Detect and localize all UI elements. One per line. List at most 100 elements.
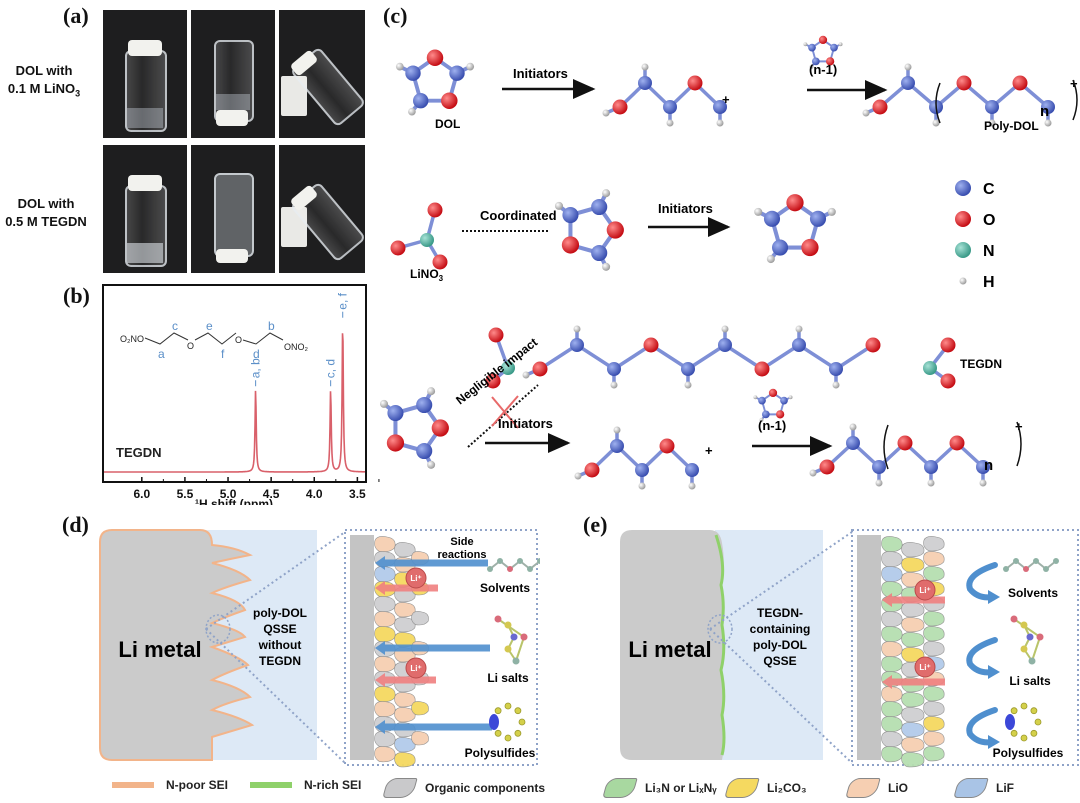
proton-letter: f [221, 347, 225, 361]
li-ion [405, 657, 427, 679]
bond [515, 636, 525, 662]
panel-e-label: (e) [583, 512, 608, 537]
atom-O [485, 373, 501, 389]
atom [527, 566, 533, 572]
atom [537, 558, 540, 564]
blue-arrow-solvents [375, 556, 488, 570]
atom-C [985, 100, 999, 114]
sei-diagram-without-tegdn: Li metal poly-DOL QSSE without TEGDN Sid… [99, 529, 540, 768]
atom-C [607, 362, 621, 376]
atom-C [901, 76, 915, 90]
molecules [380, 35, 1055, 490]
electrolyte-line: poly-DOL [753, 638, 807, 652]
repeat-n: n [984, 457, 993, 474]
species-li-salts: Li salts [487, 671, 529, 685]
negligible-impact-label: Negligible impact [453, 335, 540, 407]
tegdn-label: TEGDN [960, 357, 1002, 371]
vial-liquid [127, 108, 163, 128]
sei-grain [923, 701, 945, 717]
li-surface [857, 535, 881, 760]
x-tick-label: 3.5 [349, 487, 366, 501]
atom-H [613, 426, 621, 434]
arrow-label-n-1: (n-1) [809, 62, 837, 77]
sei-grain [923, 536, 945, 552]
sei-grain [374, 611, 396, 628]
lino3-label: LiNO3 [410, 267, 444, 283]
atom [1053, 558, 1059, 564]
electrolyte-label: TEGDN- containing poly-DOL QSSE [750, 606, 811, 668]
sei-grain [881, 566, 903, 583]
species-solvents: Solvents [480, 581, 530, 595]
atom-C [809, 210, 827, 227]
bond [575, 343, 616, 371]
x-tick-label: 4.0 [306, 487, 323, 501]
vial-cap [128, 40, 162, 56]
vial-cap [216, 249, 248, 263]
species-polysulfides: Polysulfides [993, 746, 1064, 760]
panel-a-label: (a) [63, 3, 89, 28]
atom-H [602, 262, 611, 271]
atom-H [827, 207, 836, 216]
cation-plus: + [722, 92, 730, 107]
sulfur-atom [494, 707, 502, 715]
lino3-sub: 3 [439, 274, 444, 283]
atom [494, 615, 502, 623]
atom-C [792, 338, 806, 352]
atom-O [872, 99, 888, 115]
sei-grain [901, 542, 925, 558]
atom-H [684, 381, 692, 389]
atom [1013, 558, 1019, 564]
vial [125, 50, 167, 132]
atom [1023, 566, 1029, 572]
legend-atom-label: H [983, 274, 995, 291]
peak-label: e, f [336, 292, 350, 309]
bond [797, 343, 838, 371]
x-tick-label: 5.0 [220, 487, 237, 501]
atom-O [432, 254, 448, 270]
bond [194, 332, 237, 345]
species-polysulfides: Polysulfides [465, 746, 536, 760]
x-tick-label: 4.5 [263, 487, 280, 501]
atom-H [875, 479, 883, 487]
atom-O [488, 327, 504, 343]
atom-O [865, 337, 881, 353]
legend-atom-N [955, 242, 971, 258]
atom-H [427, 460, 436, 469]
atom-H [602, 189, 611, 198]
legend-swatch-blob-icon [602, 778, 638, 798]
atom-O [956, 75, 972, 91]
coordinated-dol [554, 189, 624, 271]
atom-C [763, 210, 781, 227]
atom-C [685, 463, 699, 477]
group-left: O₂NO [120, 334, 144, 344]
atom-H [988, 119, 996, 127]
atom-H [666, 119, 674, 127]
atom-C [830, 43, 838, 52]
sei-grain [411, 611, 429, 626]
atom [1043, 566, 1049, 572]
sei-grain [374, 701, 396, 718]
sei-grain [901, 722, 925, 738]
photo-vial-upright [103, 10, 187, 138]
ring-opened-dol [574, 426, 699, 490]
photo-vial-tilted [279, 10, 365, 138]
legend-label: Li₃N or LiₓNᵧ [645, 781, 717, 795]
zoom-circle [707, 614, 733, 644]
electrolyte-line: QSSE [263, 622, 296, 636]
sulfur-atom [1030, 707, 1038, 715]
sei-grain [901, 602, 925, 618]
side-reactions-label: Side [450, 536, 473, 548]
sei-grain [394, 752, 416, 768]
atom-O [940, 337, 956, 353]
panel-c-label: (c) [383, 3, 408, 28]
atom-C [758, 396, 766, 405]
repel-arrow-head [988, 665, 1000, 679]
atom-O [441, 92, 458, 109]
atom-H [522, 371, 530, 379]
arrow-label-n-1: (n-1) [758, 418, 786, 433]
repeat-n: n [1040, 103, 1049, 120]
sei-grain [901, 557, 925, 573]
sei-grain [881, 551, 903, 568]
sei-grain [923, 566, 945, 582]
